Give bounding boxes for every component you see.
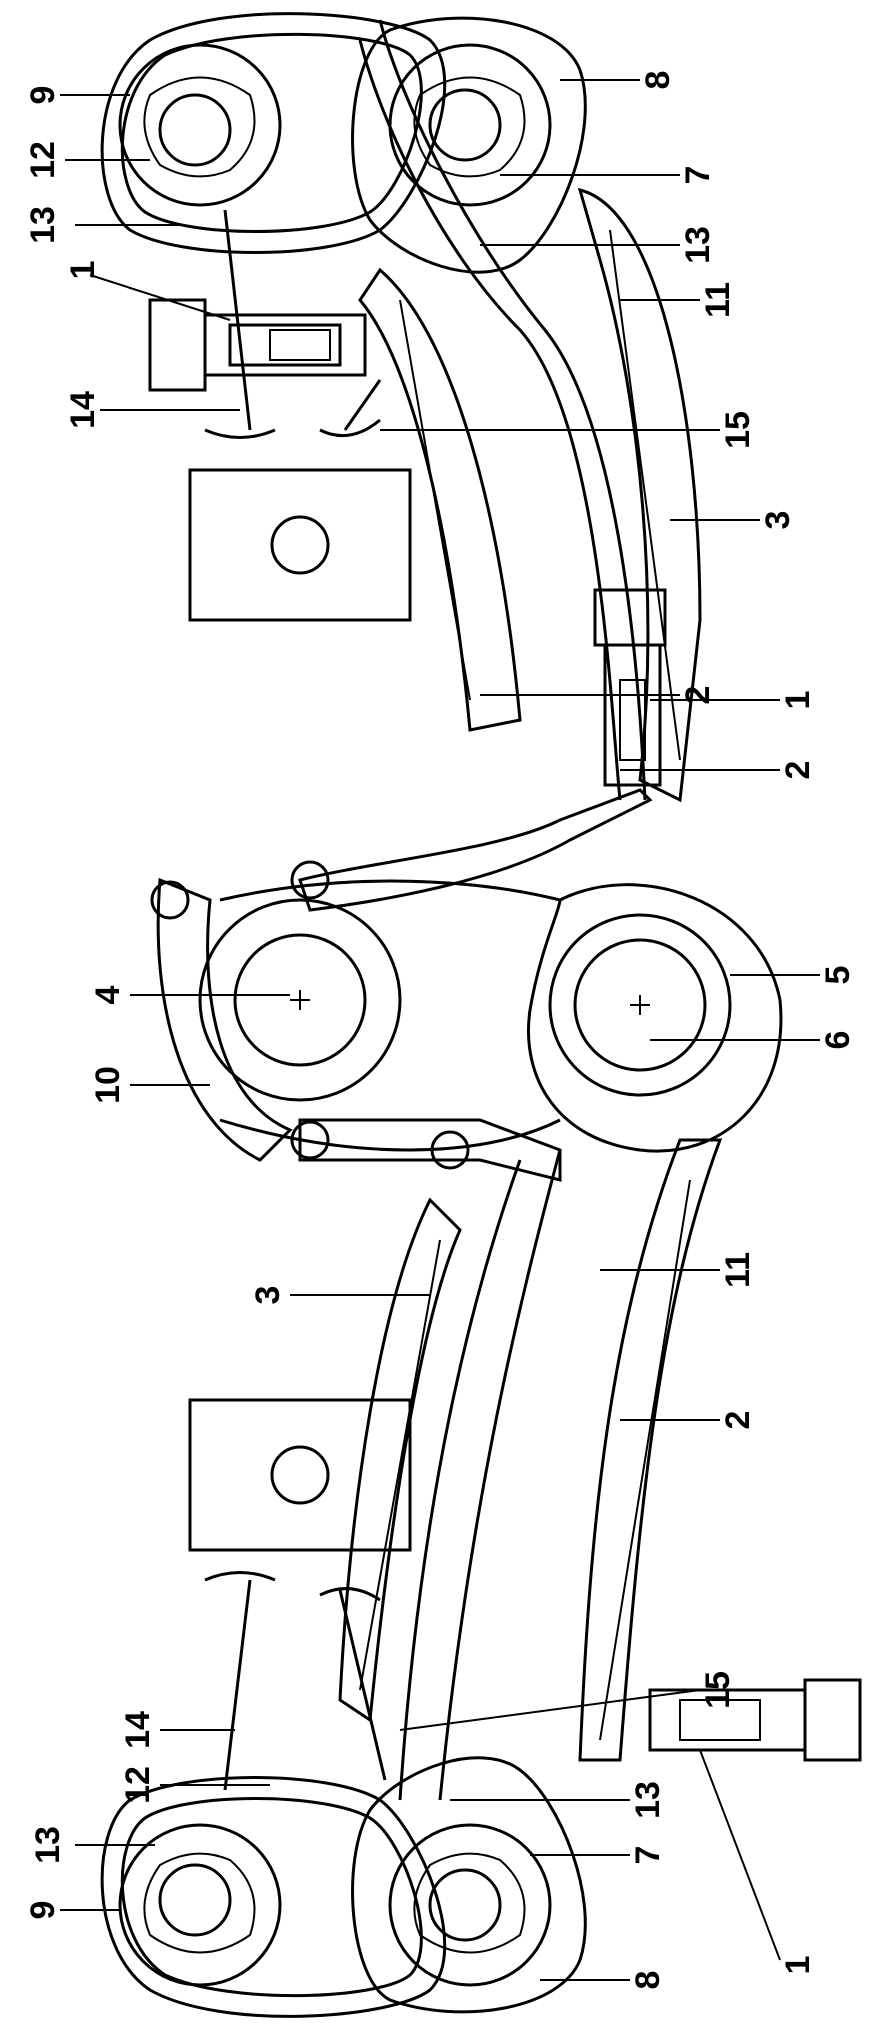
- callout-7-top: 7: [679, 166, 717, 185]
- callout-12-bottom: 12: [119, 1766, 157, 1804]
- callout-10: 10: [89, 1066, 127, 1104]
- intermediate-sprocket: [198, 898, 402, 1102]
- leader-lines: [60, 79, 820, 1981]
- callout-13-bottom-left: 13: [29, 1826, 67, 1864]
- callout-14-top: 14: [64, 391, 102, 429]
- lower-guide-rail: [578, 1138, 723, 1762]
- callout-8-top: 8: [639, 71, 677, 90]
- callout-15-top: 15: [719, 411, 757, 449]
- callout-4: 4: [89, 985, 127, 1004]
- lower-intake-valve: [204, 1571, 276, 1791]
- upper-exhaust-valve: [319, 379, 382, 438]
- upper-piston-block: [188, 468, 412, 622]
- upper-intake-valve: [204, 209, 276, 439]
- upper-left-camshaft-sprocket: [118, 43, 282, 207]
- callout-9-bottom: 9: [24, 1901, 62, 1920]
- callout-2-bottom: 2: [719, 1411, 757, 1430]
- callout-1-bottom: 1: [779, 1956, 817, 1975]
- lower-chain-tensioner: [648, 1678, 862, 1762]
- callout-2-mid: 2: [779, 761, 817, 780]
- callout-8-bottom: 8: [629, 1971, 667, 1990]
- crank-chain-guide: [150, 877, 330, 1162]
- callout-15-bottom: 15: [699, 1671, 737, 1709]
- callout-labels: 9 12 13 1 14 4 10 3 14 12 13 9 8 7 13 11…: [24, 71, 857, 1990]
- lower-right-cam-chain: [351, 1756, 587, 2014]
- lower-piston-block: [188, 1398, 412, 1552]
- callout-3-left: 3: [249, 1286, 287, 1305]
- callout-14-bottom: 14: [119, 1711, 157, 1749]
- callout-13-top-right: 13: [679, 226, 717, 264]
- lower-chain-strands: [398, 1149, 562, 1801]
- callout-13-top-left: 13: [24, 206, 62, 244]
- crank-guide-arm: [290, 788, 653, 912]
- callout-2-upper: 2: [679, 686, 717, 705]
- lower-left-cam-chain: [100, 1776, 447, 2018]
- crank-chain-loop: [219, 879, 783, 1153]
- upper-right-cam-chain: [351, 16, 647, 801]
- lower-left-camshaft-sprocket: [118, 1823, 282, 1987]
- upper-chain-tensioner: [148, 298, 367, 392]
- lower-exhaust-valve: [319, 1587, 387, 1781]
- callout-1-top: 1: [64, 261, 102, 280]
- callout-3-top: 3: [759, 511, 797, 530]
- callout-7-bottom: 7: [629, 1846, 667, 1865]
- callout-9-top: 9: [24, 86, 62, 105]
- callout-11-bottom: 11: [719, 1252, 757, 1288]
- callout-12-top: 12: [24, 141, 62, 179]
- middle-chain-tensioner: [593, 588, 667, 787]
- lower-guide-arm: [298, 1118, 562, 1182]
- callout-1-mid: 1: [779, 691, 817, 710]
- callout-5: 5: [819, 966, 857, 985]
- upper-tensioner-rail: [577, 187, 702, 803]
- callout-11-top: 11: [699, 282, 737, 318]
- lower-right-camshaft-sprocket: [388, 1823, 552, 1987]
- upper-guide-rail: [358, 267, 522, 732]
- callout-13-bottom-right: 13: [629, 1781, 667, 1819]
- crankshaft-sprocket: [548, 913, 732, 1097]
- callout-6: 6: [819, 1031, 857, 1050]
